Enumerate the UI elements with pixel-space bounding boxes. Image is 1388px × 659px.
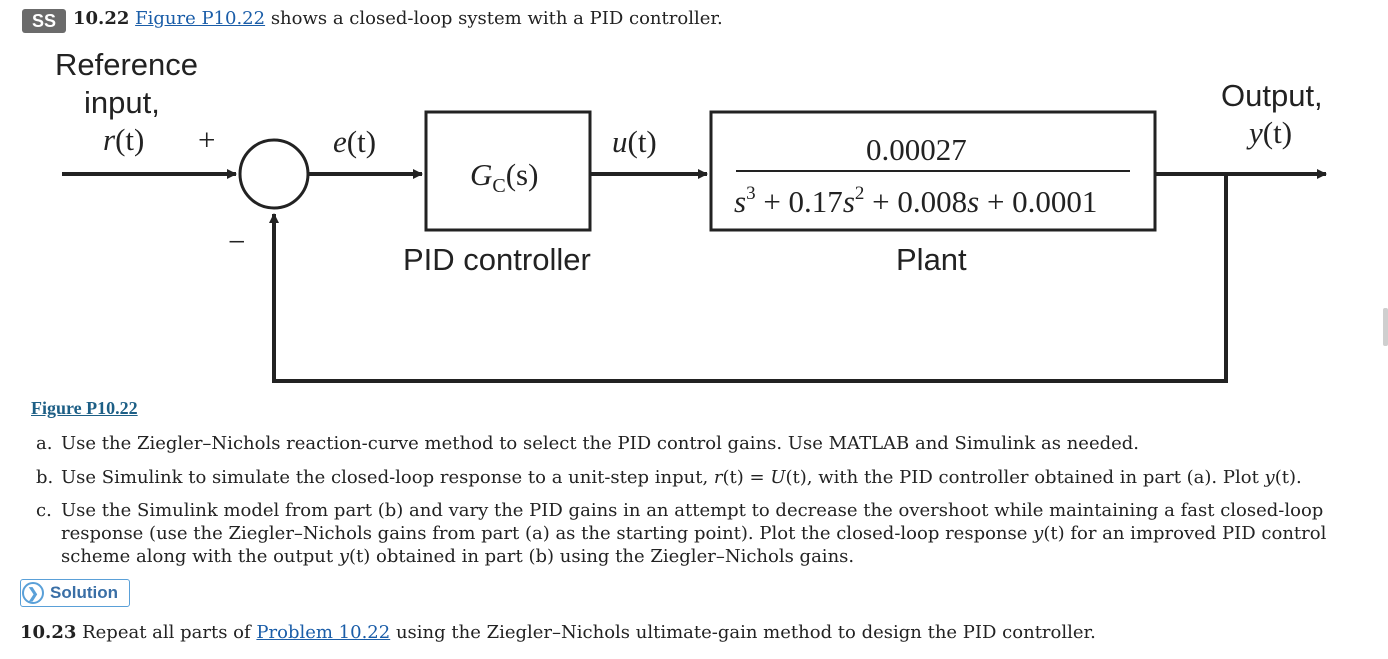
problem-10-22-statement: 10.22 Figure P10.22 shows a closed-loop …: [73, 8, 723, 29]
reference-label-line2: input,: [84, 85, 160, 120]
output-label: Output,: [1221, 78, 1323, 113]
problem-number: 10.22: [73, 8, 130, 29]
problem-10-22-link[interactable]: Problem 10.22: [256, 622, 391, 643]
error-signal-label: e(t): [333, 124, 376, 159]
problem-text: shows a closed-loop system with a PID co…: [265, 8, 723, 29]
part-b-letter: b.: [36, 467, 54, 488]
part-b-text: Use Simulink to simulate the closed-loop…: [61, 467, 1302, 488]
part-c: c. Use the Simulink model from part (b) …: [36, 499, 1366, 568]
scrollbar-thumb[interactable]: [1383, 308, 1388, 346]
part-c-letter: c.: [36, 500, 52, 521]
plant-denominator: s3 + 0.17s2 + 0.008s + 0.0001: [734, 183, 1097, 219]
problem-10-23-statement: 10.23 Repeat all parts of Problem 10.22 …: [20, 622, 1096, 643]
ss-badge: SS: [22, 9, 66, 33]
pid-controller-block: [424, 110, 592, 232]
plant-numerator: 0.00027: [866, 132, 967, 167]
chevron-right-icon: ❯: [22, 582, 44, 604]
figure-link[interactable]: Figure P10.22: [135, 8, 266, 29]
block-diagram: Reference input, r(t) + − e(t) GC(s) PID…: [55, 47, 1327, 383]
solution-button-label: Solution: [50, 583, 118, 602]
figure-caption-link[interactable]: Figure P10.22: [31, 398, 138, 418]
part-b: b. Use Simulink to simulate the closed-l…: [36, 466, 1366, 489]
part-c-text: Use the Simulink model from part (b) and…: [61, 500, 1327, 567]
part-a-text: Use the Ziegler–Nichols reaction-curve m…: [61, 433, 1140, 454]
output-signal-label: y(t): [1246, 115, 1292, 150]
controller-transfer-function: GC(s): [470, 157, 538, 197]
solution-button[interactable]: ❯ Solution: [20, 579, 130, 607]
reference-label-line1: Reference: [55, 47, 198, 82]
feedback-path: [269, 174, 1228, 383]
control-signal-label: u(t): [612, 124, 657, 159]
problem-number-10-23: 10.23: [20, 622, 77, 643]
controller-label: PID controller: [403, 242, 591, 277]
part-a: a. Use the Ziegler–Nichols reaction-curv…: [36, 432, 1366, 455]
reference-signal-label: r(t): [103, 122, 144, 157]
summing-junction: [238, 138, 310, 210]
problem-10-23-text-end: using the Ziegler–Nichols ultimate-gain …: [390, 622, 1096, 643]
problem-10-23-text-start: Repeat all parts of: [76, 622, 257, 643]
minus-sign: −: [228, 224, 245, 259]
plant-label: Plant: [896, 242, 967, 277]
part-a-letter: a.: [36, 433, 53, 454]
plus-sign: +: [198, 122, 215, 157]
